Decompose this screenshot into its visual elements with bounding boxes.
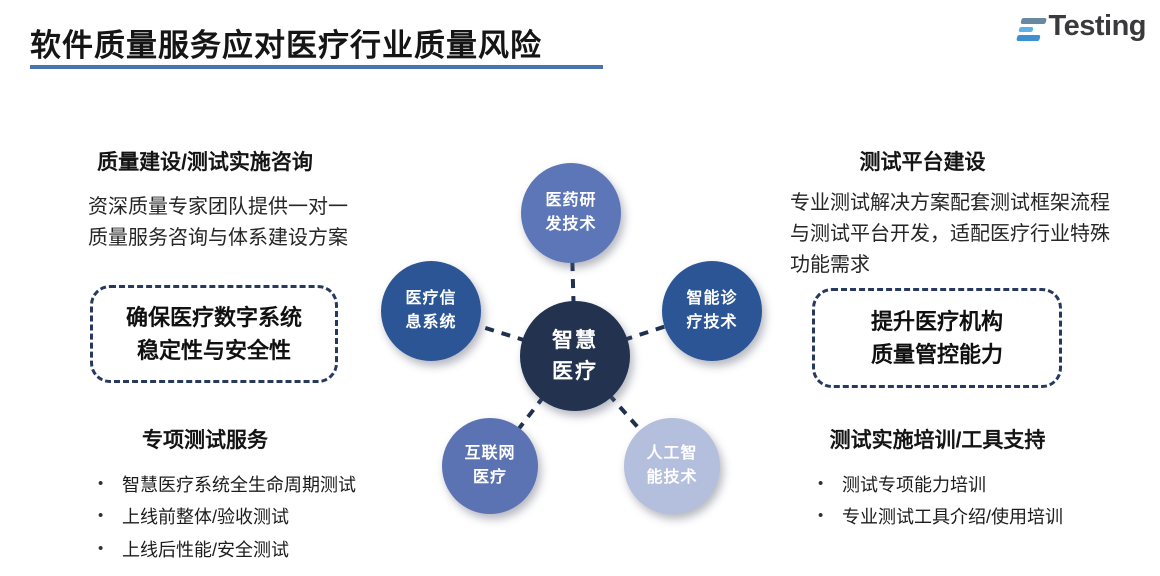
right-training-bullet-list: 测试专项能力培训 专业测试工具介绍/使用培训: [818, 474, 1063, 539]
left-services-heading: 专项测试服务: [142, 429, 268, 452]
logo-e-icon: [1015, 17, 1047, 41]
title-underline: [30, 65, 603, 69]
node-smart-healthcare-center: 智慧 医疗: [520, 301, 630, 411]
left-services-bullet-list: 智慧医疗系统全生命周期测试 上线前整体/验收测试 上线后性能/安全测试: [98, 474, 356, 571]
node-ai-tech: 人工智 能技术: [624, 418, 720, 514]
list-item: 智慧医疗系统全生命周期测试: [98, 474, 356, 497]
node-internet-healthcare: 互联网 医疗: [442, 418, 538, 514]
node-medical-info-system: 医疗信 息系统: [381, 261, 481, 361]
logo-text: Testing: [1048, 10, 1147, 42]
right-training-heading: 测试实施培训/工具支持: [829, 429, 1046, 452]
list-item: 上线前整体/验收测试: [98, 506, 356, 529]
right-platform-body: 专业测试解决方案配套测试框架流程 与测试平台开发，适配医疗行业特殊 功能需求: [790, 192, 1110, 276]
list-item: 专业测试工具介绍/使用培训: [818, 506, 1063, 529]
node-medicine-rd-tech: 医药研 发技术: [521, 163, 621, 263]
list-item: 上线后性能/安全测试: [98, 539, 356, 562]
right-platform-heading: 测试平台建设: [859, 151, 986, 174]
left-callout-box: 确保医疗数字系统 稳定性与安全性: [90, 285, 338, 383]
list-item: 测试专项能力培训: [818, 474, 1063, 497]
left-consulting-heading: 质量建设/测试实施咨询: [97, 151, 313, 174]
page-title: 软件质量服务应对医疗行业质量风险: [30, 28, 542, 63]
etesting-logo: Testing: [1015, 10, 1147, 43]
node-intelligent-diagnosis-tech: 智能诊 疗技术: [662, 261, 762, 361]
left-consulting-body: 资深质量专家团队提供一对一 质量服务咨询与体系建设方案: [88, 196, 348, 249]
right-callout-box: 提升医疗机构 质量管控能力: [812, 288, 1062, 388]
